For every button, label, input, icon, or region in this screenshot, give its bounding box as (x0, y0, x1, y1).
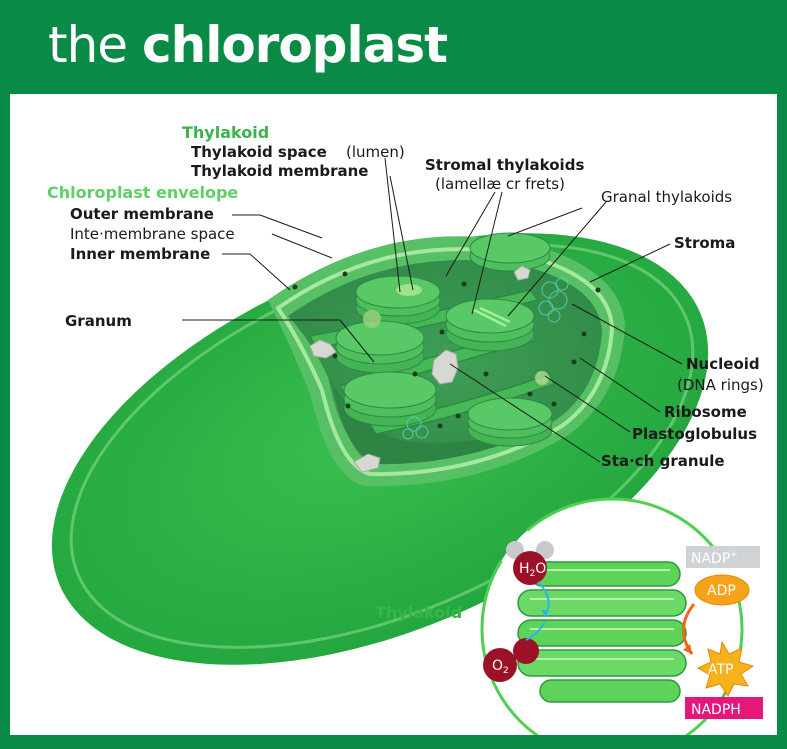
label-inner-membrane: Inner membrane (70, 245, 210, 263)
label-nucleoid-note: (DNA rings) (677, 376, 764, 394)
label-stromal-thylakoids: Stromal thylakoids (425, 156, 584, 174)
label-starch-granule: Sta·ch granule (601, 452, 725, 470)
label-granum: Granum (65, 312, 132, 330)
nadph-label: NADPH (691, 702, 741, 718)
label-granal-thylakoids: Granal thylakoids (601, 188, 732, 206)
label-intermembrane-space: Inte·membrane space (70, 225, 235, 243)
granum-stack-lower-left (344, 372, 436, 426)
title-bold: chloroplast (142, 16, 447, 74)
granum-stack-middle (446, 299, 534, 351)
adp-label: ADP (707, 583, 736, 599)
label-thylakoid-space-note: (lumen) (346, 143, 405, 161)
plastoglobulus (363, 310, 381, 328)
atp-label: ATP (708, 662, 733, 678)
oxygen-atom-1 (513, 638, 539, 664)
label-ribosome: Ribosome (664, 403, 747, 421)
label-plastoglobulus: Plastoglobulus (632, 425, 757, 443)
label-stroma: Stroma (674, 234, 735, 252)
label-thylakoid-membrane: Thylakoid membrane (191, 162, 368, 180)
label-envelope-heading: Chloroplast envelope (47, 183, 238, 202)
label-thylakoid-heading: Thylakoid (182, 123, 269, 142)
inset-label-thylakoid: Thylakoid (375, 603, 462, 622)
granum-stack-upper-right (470, 233, 550, 271)
label-stromal-thylakoids-note: (lamellæ cr frets) (435, 175, 565, 193)
diagram-panel: Thylakoid Thylakoid space (lumen) Thylak… (10, 94, 777, 735)
page-title: the chloroplast (48, 10, 447, 80)
label-outer-membrane: Outer membrane (70, 205, 214, 223)
plastoglobulus-2 (535, 371, 549, 385)
label-nucleoid: Nucleoid (686, 355, 760, 373)
title-light: the (48, 16, 142, 74)
chloroplast-diagram: Thylakoid Thylakoid space (lumen) Thylak… (10, 94, 777, 735)
label-thylakoid-space: Thylakoid space (191, 143, 327, 161)
granum-stack-left (336, 321, 424, 373)
